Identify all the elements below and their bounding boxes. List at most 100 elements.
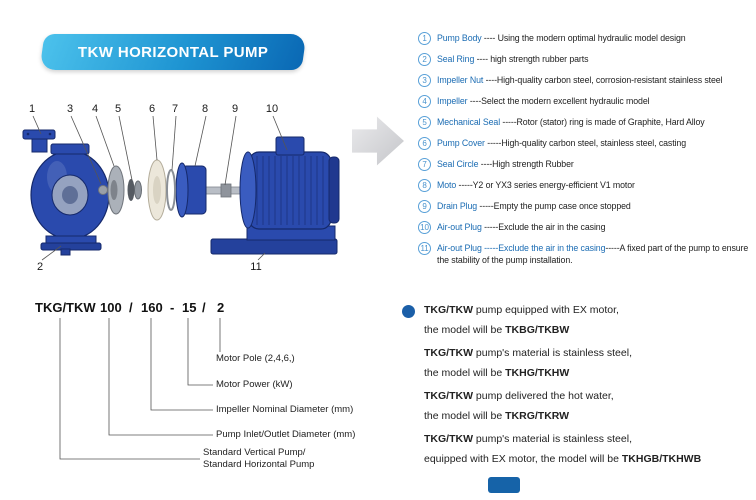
part-number-badge: 6 [418, 137, 431, 150]
part-number-badge: 7 [418, 158, 431, 171]
note-line: the model will be TKRG/TKRW [424, 406, 754, 426]
part-callout-number: 8 [202, 103, 208, 115]
part-description: -----High-quality carbon steel, stainles… [484, 138, 686, 148]
part-name: Pump Body [437, 33, 482, 43]
part-description: -----Empty the pump case once stopped [477, 201, 631, 211]
note-text: pump delivered the hot water, [473, 390, 614, 402]
note-item: TKG/TKW pump's material is stainless ste… [424, 429, 754, 469]
part-number-badge: 2 [418, 53, 431, 66]
part-name: Impeller Nut [437, 75, 484, 85]
model-code-segment: 100 [100, 300, 122, 315]
motor-shape [210, 136, 340, 255]
part-name: Seal Ring [437, 54, 475, 64]
note-series-code: TKG/TKW [424, 390, 473, 402]
note-text: the model will be [424, 367, 506, 379]
part-number-badge: 4 [418, 95, 431, 108]
note-line: TKG/TKW pump's material is stainless ste… [424, 343, 754, 363]
note-line: TKG/TKW pump delivered the hot water, [424, 386, 754, 406]
suction-flange-shape [22, 129, 56, 153]
model-code-segment: / [129, 300, 133, 315]
note-line: equipped with EX motor, the model will b… [424, 449, 754, 469]
impeller-shape [107, 165, 125, 215]
page-title: TKW HORIZONTAL PUMP [77, 43, 269, 61]
footer-logo-badge [488, 477, 520, 493]
note-line: the model will be TKBG/TKBW [424, 320, 754, 340]
part-number-badge: 3 [418, 74, 431, 87]
part-description: ----High-quality carbon steel, corrosion… [483, 75, 723, 85]
motor-base-shape [210, 238, 338, 255]
model-code-segment: 2 [217, 300, 225, 315]
pump-exploded-diagram: 1 3 4 5 6 7 8 9 10 2 11 [22, 103, 340, 273]
pump-body-shape [30, 143, 110, 256]
mechanical-seal-shape [127, 179, 142, 201]
page-title-ribbon: TKW HORIZONTAL PUMP [39, 34, 307, 70]
part-name: Moto [437, 180, 457, 190]
note-line: the model will be TKHG/TKHW [424, 363, 754, 383]
note-text: pump's material is stainless steel, [473, 347, 632, 359]
note-model-code: TKRG/TKRW [505, 410, 570, 422]
model-label-motor-power: Motor Power (kW) [216, 379, 293, 390]
part-description: -----Y2 or YX3 series energy-efficient V… [456, 180, 635, 190]
part-description: ----Select the modern excellent hydrauli… [467, 96, 650, 106]
note-model-code: TKHG/TKHW [505, 367, 570, 379]
model-code-segment: TKG/TKW [35, 300, 96, 315]
part-callout-number: 11 [250, 261, 261, 273]
part-callout-number: 1 [29, 103, 35, 115]
part-number-badge: 9 [418, 200, 431, 213]
note-model-code: TKBG/TKBW [505, 324, 570, 336]
part-list-item: 3 Impeller Nut ----High-quality carbon st… [418, 74, 756, 87]
impeller-nut-shape [98, 185, 108, 195]
part-callout-number: 2 [37, 261, 43, 273]
terminal-box-shape [275, 136, 305, 156]
note-item: TKG/TKW pump delivered the hot water, th… [424, 386, 754, 426]
part-list-item: 4 Impeller ----Select the modern excellen… [418, 95, 756, 108]
model-label-pump-type: Standard Vertical Pump/ Standard Horizon… [203, 447, 314, 471]
note-text: equipped with EX motor, the model will b… [424, 453, 622, 465]
note-series-code: TKG/TKW [424, 433, 473, 445]
note-line: TKG/TKW pump equipped with EX motor, [424, 300, 754, 320]
note-text: the model will be [424, 410, 506, 422]
part-description: ---- high strength rubber parts [474, 54, 589, 64]
part-number-badge: 10 [418, 221, 431, 234]
model-nomenclature: TKG/TKW 100 / 160 - 15 / 2 Motor Pole (2… [30, 292, 370, 492]
part-callout-number: 7 [172, 103, 178, 115]
part-name: Impeller [437, 96, 468, 106]
part-description: ---- Using the modern optimal hydraulic … [481, 33, 686, 43]
note-series-code: TKG/TKW [424, 347, 473, 359]
part-callout-number: 10 [266, 103, 278, 115]
model-connector-lines [59, 318, 221, 460]
model-variant-notes: TKG/TKW pump equipped with EX motor, the… [398, 300, 754, 472]
model-label-inlet-outlet: Pump Inlet/Outlet Diameter (mm) [216, 429, 356, 440]
seal-circle-shape [166, 169, 176, 211]
part-list-item: 2 Seal Ring ---- high strength rubber par… [418, 53, 756, 66]
model-label-pump-type-line2: Standard Horizontal Pump [203, 459, 315, 470]
part-callout-number: 9 [232, 103, 238, 115]
model-label-motor-pole: Motor Pole (2,4,6,) [216, 353, 295, 364]
part-callout-number: 5 [115, 103, 121, 115]
model-label-pump-type-line1: Standard Vertical Pump/ [203, 447, 306, 458]
part-name: Mechanical Seal [437, 117, 501, 127]
model-code-segment: - [170, 300, 175, 315]
part-callout-number: 4 [92, 103, 98, 115]
drain-plug-shape [60, 248, 71, 256]
note-model-code: TKHGB/TKHWB [621, 453, 702, 465]
callout-numbers: 1 3 4 5 6 7 8 9 10 2 11 [29, 103, 278, 273]
part-list-item: 8 Moto -----Y2 or YX3 series energy-effic… [418, 179, 756, 192]
part-name: Seal Circle [437, 159, 479, 169]
part-number-badge: 1 [418, 32, 431, 45]
callout-leader-lines [32, 115, 288, 261]
pump-cover-shape [147, 159, 167, 221]
model-code-segment: 15 [182, 300, 197, 315]
part-number-badge: 11 [418, 242, 431, 255]
model-code-segment: 160 [141, 300, 163, 315]
note-line: TKG/TKW pump's material is stainless ste… [424, 429, 754, 449]
part-number-badge: 8 [418, 179, 431, 192]
part-description: -----Exclude the air in the casing [481, 222, 606, 232]
part-list-item: 99Drain Plug -----Empty the pump case on… [418, 200, 756, 213]
